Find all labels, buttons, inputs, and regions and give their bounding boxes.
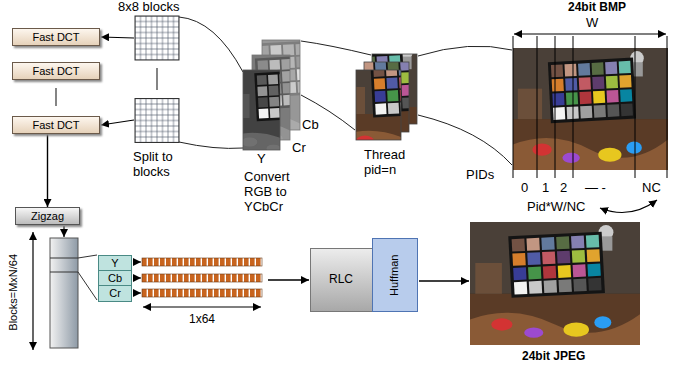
jpeg-image <box>419 222 640 345</box>
annotation-label: Thread pid=n <box>364 148 414 178</box>
annotation-label: Pid*W/NC <box>527 200 586 215</box>
annotation-label: Cb <box>302 118 319 133</box>
annotation-label: Y <box>257 152 266 167</box>
box-label: Huffman <box>389 254 402 295</box>
annotation-label: Blocks=MxN/64 <box>7 253 20 330</box>
annotation-label: 24bit BMP <box>568 1 626 15</box>
annotation-label: 2 <box>560 181 567 196</box>
block-grid <box>135 16 179 143</box>
annotation-label: Split to blocks <box>133 150 191 180</box>
box-label: Fast DCT <box>32 65 79 78</box>
annotation-label: Convert RGB to YCbCr <box>244 170 298 215</box>
ellipsis-mark <box>55 88 56 106</box>
annotation-label: — - <box>585 181 606 196</box>
annotation-label: PIDs <box>466 168 494 183</box>
annotation-label: 8x8 blocks <box>118 0 179 15</box>
annotation-label: W <box>586 16 598 31</box>
process-box: Fast DCT <box>12 116 100 134</box>
annotation-label: 1 <box>542 181 549 196</box>
process-box: Cr <box>98 285 132 302</box>
annotation-label: Cr <box>292 141 306 156</box>
process-box: Fast DCT <box>12 28 100 46</box>
block-arrows <box>101 37 134 125</box>
ycbcr-images <box>223 31 367 158</box>
box-label: Cb <box>108 272 122 285</box>
process-box: Fast DCT <box>12 62 100 80</box>
flow-curves <box>179 17 512 165</box>
box-label: Fast DCT <box>32 119 79 132</box>
box-label: RLC <box>329 273 353 287</box>
annotation-label: 0 <box>521 181 528 196</box>
box-label: Y <box>111 257 118 270</box>
box-label: Cr <box>109 287 121 300</box>
annotation-label: NC <box>642 181 661 196</box>
box-label: Fast DCT <box>32 31 79 44</box>
annotation-label: 24bit JPEG <box>522 350 585 364</box>
thread-slices <box>291 44 482 159</box>
bmp-image <box>513 34 668 213</box>
box-label: Zigzag <box>31 210 64 223</box>
process-box: RLC <box>310 248 378 312</box>
process-box: Huffman <box>372 238 418 312</box>
connector-arrow <box>47 134 48 207</box>
annotation-label: 1x64 <box>189 313 215 327</box>
block-column <box>33 226 97 350</box>
coefficient-rows <box>133 258 309 307</box>
process-box: Zigzag <box>15 207 80 225</box>
